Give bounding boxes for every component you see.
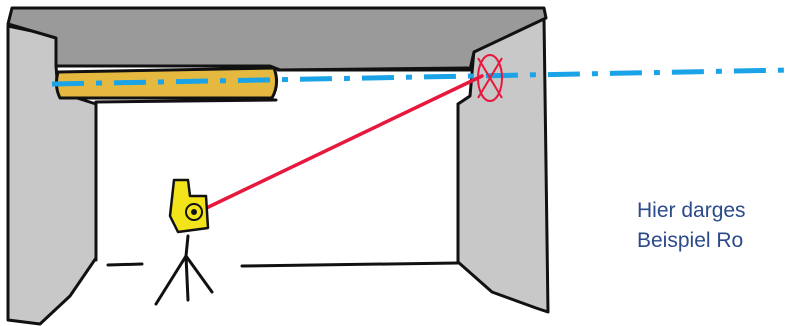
laser-level-device xyxy=(168,178,210,234)
caption-line-2: Beispiel Ro xyxy=(637,229,744,252)
ceiling xyxy=(6,6,548,72)
crosshair-circle-icon xyxy=(477,54,503,102)
floor-line-right xyxy=(240,261,460,268)
floor-line-left xyxy=(106,262,144,267)
ceiling-duct xyxy=(54,66,279,100)
ceiling-underside-line xyxy=(94,66,470,104)
caption-line-1: Hier darges xyxy=(637,199,746,222)
tripod xyxy=(154,234,214,306)
caption-text: Hier darges Beispiel Ro xyxy=(637,196,746,256)
laser-beam xyxy=(196,74,484,214)
